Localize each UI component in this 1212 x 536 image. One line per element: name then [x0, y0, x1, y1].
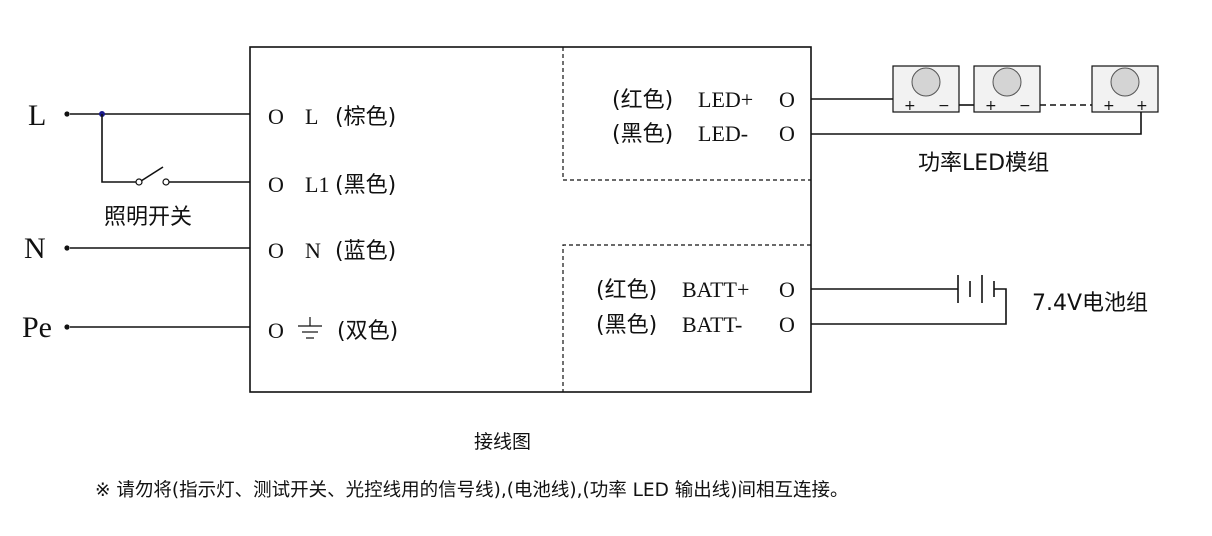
switch-contact-right	[162, 178, 170, 186]
controller-box	[249, 46, 812, 393]
svg-text:(红色): (红色)	[612, 88, 673, 113]
svg-text:O: O	[268, 238, 284, 263]
svg-text:−: −	[1019, 98, 1031, 114]
wire-led-minus	[811, 105, 1142, 135]
svg-text:N: N	[305, 238, 321, 263]
svg-text:(黑色): (黑色)	[335, 173, 396, 198]
svg-text:O: O	[779, 277, 795, 302]
battery-icon	[957, 275, 995, 303]
terminal-pe: O (双色)	[268, 317, 398, 344]
svg-text:O: O	[268, 172, 284, 197]
led-compartment	[562, 47, 811, 181]
svg-text:(双色): (双色)	[337, 319, 398, 344]
terminal-led-minus: (黑色) LED- O	[612, 121, 795, 147]
input-l-label: L	[28, 99, 46, 132]
terminal-batt-minus: (黑色) BATT- O	[596, 312, 795, 338]
svg-text:(红色): (红色)	[596, 278, 657, 303]
terminal-n: O N (蓝色)	[268, 238, 396, 264]
input-n-label: N	[24, 232, 46, 265]
ground-icon	[298, 317, 322, 339]
svg-text:BATT+: BATT+	[682, 277, 749, 302]
svg-text:+: +	[985, 98, 997, 114]
switch-contact-left	[135, 178, 143, 186]
terminal-batt-plus: (红色) BATT+ O	[596, 277, 795, 303]
input-n-dot	[64, 245, 70, 251]
terminal-led-plus: (红色) LED+ O	[612, 87, 795, 113]
svg-text:LED-: LED-	[698, 121, 748, 146]
input-pe-dot	[64, 324, 70, 330]
terminal-l1: O L1 (黑色)	[268, 172, 396, 198]
wire-batt-minus	[811, 288, 1007, 325]
led-chip-1: + −	[892, 65, 960, 114]
input-pe-label: Pe	[22, 311, 52, 344]
svg-text:LED+: LED+	[698, 87, 753, 112]
battery-label: 7.4V电池组	[1032, 291, 1148, 316]
battery-compartment	[562, 244, 811, 392]
led-module-label: 功率LED模组	[918, 151, 1049, 176]
svg-text:O: O	[779, 121, 795, 146]
svg-text:L1: L1	[305, 172, 329, 197]
svg-text:+: +	[1136, 98, 1148, 114]
svg-text:O: O	[268, 104, 284, 129]
svg-text:+: +	[904, 98, 916, 114]
switch-blade	[140, 166, 164, 182]
diagram-caption: 接线图	[474, 431, 531, 453]
input-l-dot	[64, 111, 70, 117]
warning-note: ※ 请勿将(指示灯、测试开关、光控线用的信号线),(电池线),(功率 LED 输…	[95, 480, 848, 501]
svg-text:O: O	[268, 318, 284, 343]
svg-text:O: O	[779, 312, 795, 337]
svg-text:(黑色): (黑色)	[612, 122, 673, 147]
svg-text:L: L	[305, 104, 318, 129]
svg-text:BATT-: BATT-	[682, 312, 742, 337]
led-chip-2: + −	[973, 65, 1041, 114]
svg-text:+: +	[1103, 98, 1115, 114]
led-chip-3: + +	[1091, 65, 1159, 114]
svg-text:(蓝色): (蓝色)	[335, 239, 396, 264]
svg-text:−: −	[938, 98, 950, 114]
terminal-l: O L (棕色)	[268, 104, 396, 130]
switch-label: 照明开关	[104, 205, 192, 230]
svg-text:(棕色): (棕色)	[335, 105, 396, 130]
svg-text:(黑色): (黑色)	[596, 313, 657, 338]
wire-switch-branch	[101, 114, 136, 183]
svg-text:O: O	[779, 87, 795, 112]
